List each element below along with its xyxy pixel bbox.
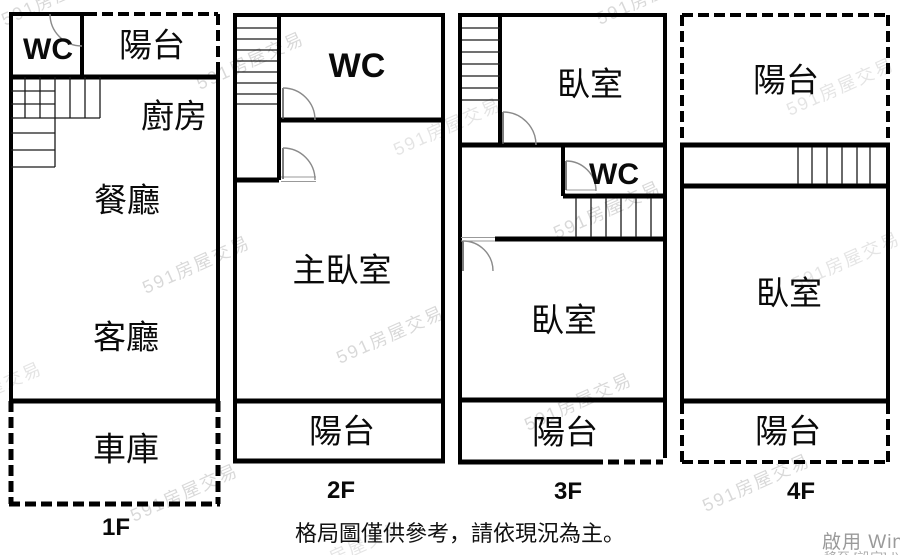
- room-label-1f-balcony: 陽台: [119, 28, 185, 65]
- floorplan-1f: [8, 12, 221, 507]
- walls-dashed-balcony: [86, 12, 220, 70]
- os-activation-watermark-line2: 移至 [設定] 以啟用 Windows。: [824, 547, 900, 555]
- disclaimer-text: 格局圖僅供參考，請依現況為主。: [294, 521, 626, 546]
- room-label-3f-bedroom-top: 臥室: [557, 67, 623, 104]
- os-activation-watermark-line1: 啟用 Windows: [822, 532, 900, 553]
- stairs-lines: [462, 27, 652, 237]
- floor-label-4f: 4F: [786, 478, 816, 505]
- walls-thick: [680, 142, 890, 404]
- room-label-4f-balcony-top: 陽台: [753, 63, 819, 100]
- room-label-4f-balcony-bottom: 陽台: [755, 414, 821, 451]
- stairs-lines: [11, 77, 101, 168]
- room-label-1f-wc: WC: [23, 33, 73, 66]
- room-label-1f-living: 客廳: [93, 320, 159, 357]
- stairs-lines: [797, 147, 871, 184]
- walls-thick: [9, 74, 220, 404]
- stairs-lines: [237, 27, 277, 105]
- door-arcs: [282, 87, 316, 181]
- room-label-3f-wc: WC: [589, 158, 639, 191]
- room-label-2f-master: 主臥室: [292, 253, 392, 290]
- walls-solid: [458, 13, 667, 462]
- room-label-4f-bedroom: 臥室: [756, 276, 822, 313]
- walls-solid: [9, 12, 220, 401]
- room-label-2f-balcony: 陽台: [309, 414, 375, 451]
- door-arc: [49, 13, 83, 47]
- floor-label-1f: 1F: [101, 514, 131, 541]
- room-label-3f-balcony: 陽台: [532, 415, 598, 452]
- room-label-2f-wc: WC: [328, 47, 386, 85]
- room-label-3f-bedroom-bottom: 臥室: [531, 303, 597, 340]
- walls-dashed: [680, 13, 890, 464]
- door-arcs: [462, 111, 597, 272]
- walls-dashed-garage: [8, 401, 221, 507]
- floorplan-4f: [680, 13, 890, 464]
- walls-thick: [458, 142, 665, 465]
- room-label-1f-dining: 餐廳: [94, 183, 160, 220]
- floorplan-2f: [233, 13, 445, 464]
- door-sills: [461, 189, 596, 242]
- walls-thick: [233, 117, 445, 464]
- floor-label-3f: 3F: [553, 478, 583, 505]
- room-label-1f-garage: 車庫: [93, 432, 159, 469]
- floor-label-2f: 2F: [326, 477, 356, 504]
- door-leaves: [462, 112, 567, 271]
- floorplan-3f: [458, 13, 667, 465]
- door-sill: [281, 176, 316, 182]
- room-label-1f-kitchen: 廚房: [141, 99, 207, 136]
- walls-solid: [233, 13, 445, 461]
